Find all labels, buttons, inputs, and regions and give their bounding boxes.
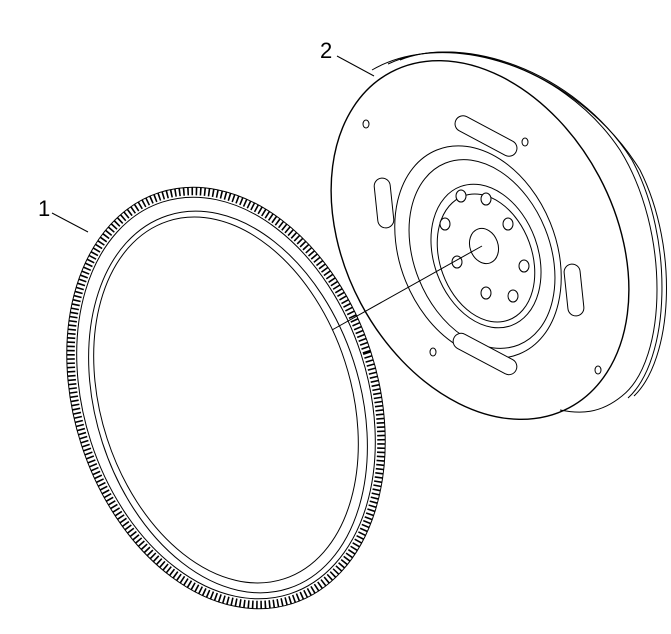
bolt-hole (480, 286, 492, 300)
slot-bottom (452, 332, 518, 376)
flywheel-hub-outer (430, 183, 542, 329)
small-hole (362, 119, 370, 129)
slot-left (373, 177, 395, 229)
leader-line-1 (51, 212, 89, 233)
ring-gear-root-circle (76, 196, 376, 600)
small-hole (594, 365, 602, 375)
flywheel-face (330, 59, 630, 421)
bolt-hole (518, 259, 530, 273)
callout-1: 1 (38, 196, 89, 233)
ring-gear (66, 186, 386, 610)
bolt-hole (455, 189, 467, 203)
leader-line-2 (336, 55, 375, 77)
bolt-hole (439, 217, 451, 231)
ring-gear-inner-edge (88, 210, 368, 594)
bolt-hole (507, 289, 519, 303)
flywheel-recess-outer (394, 145, 562, 359)
bolt-hole (480, 192, 492, 206)
face-small-holes (362, 119, 602, 375)
flywheel-rim (371, 52, 658, 413)
slot-right (563, 263, 585, 317)
hub-bolt-holes (439, 189, 530, 303)
flywheel-slots (373, 115, 585, 376)
flywheel-center-bore (468, 227, 500, 265)
slot-top (454, 115, 518, 157)
bolt-hole (502, 217, 514, 231)
ring-gear-tip-circle (66, 186, 386, 610)
assembly-axis-line (331, 245, 483, 331)
callout-label-1: 1 (38, 196, 50, 221)
small-hole (521, 137, 529, 147)
flywheel-rim-edge-3 (399, 51, 667, 397)
callout-label-2: 2 (320, 38, 332, 63)
flywheel-rim-inner-edge (387, 51, 663, 399)
ring-gear-inner-edge-2 (93, 216, 359, 584)
callout-2: 2 (320, 38, 375, 77)
small-hole (429, 347, 437, 357)
flywheel (330, 51, 667, 421)
ring-gear-teeth (66, 187, 386, 609)
flywheel-recess-middle (408, 159, 556, 349)
